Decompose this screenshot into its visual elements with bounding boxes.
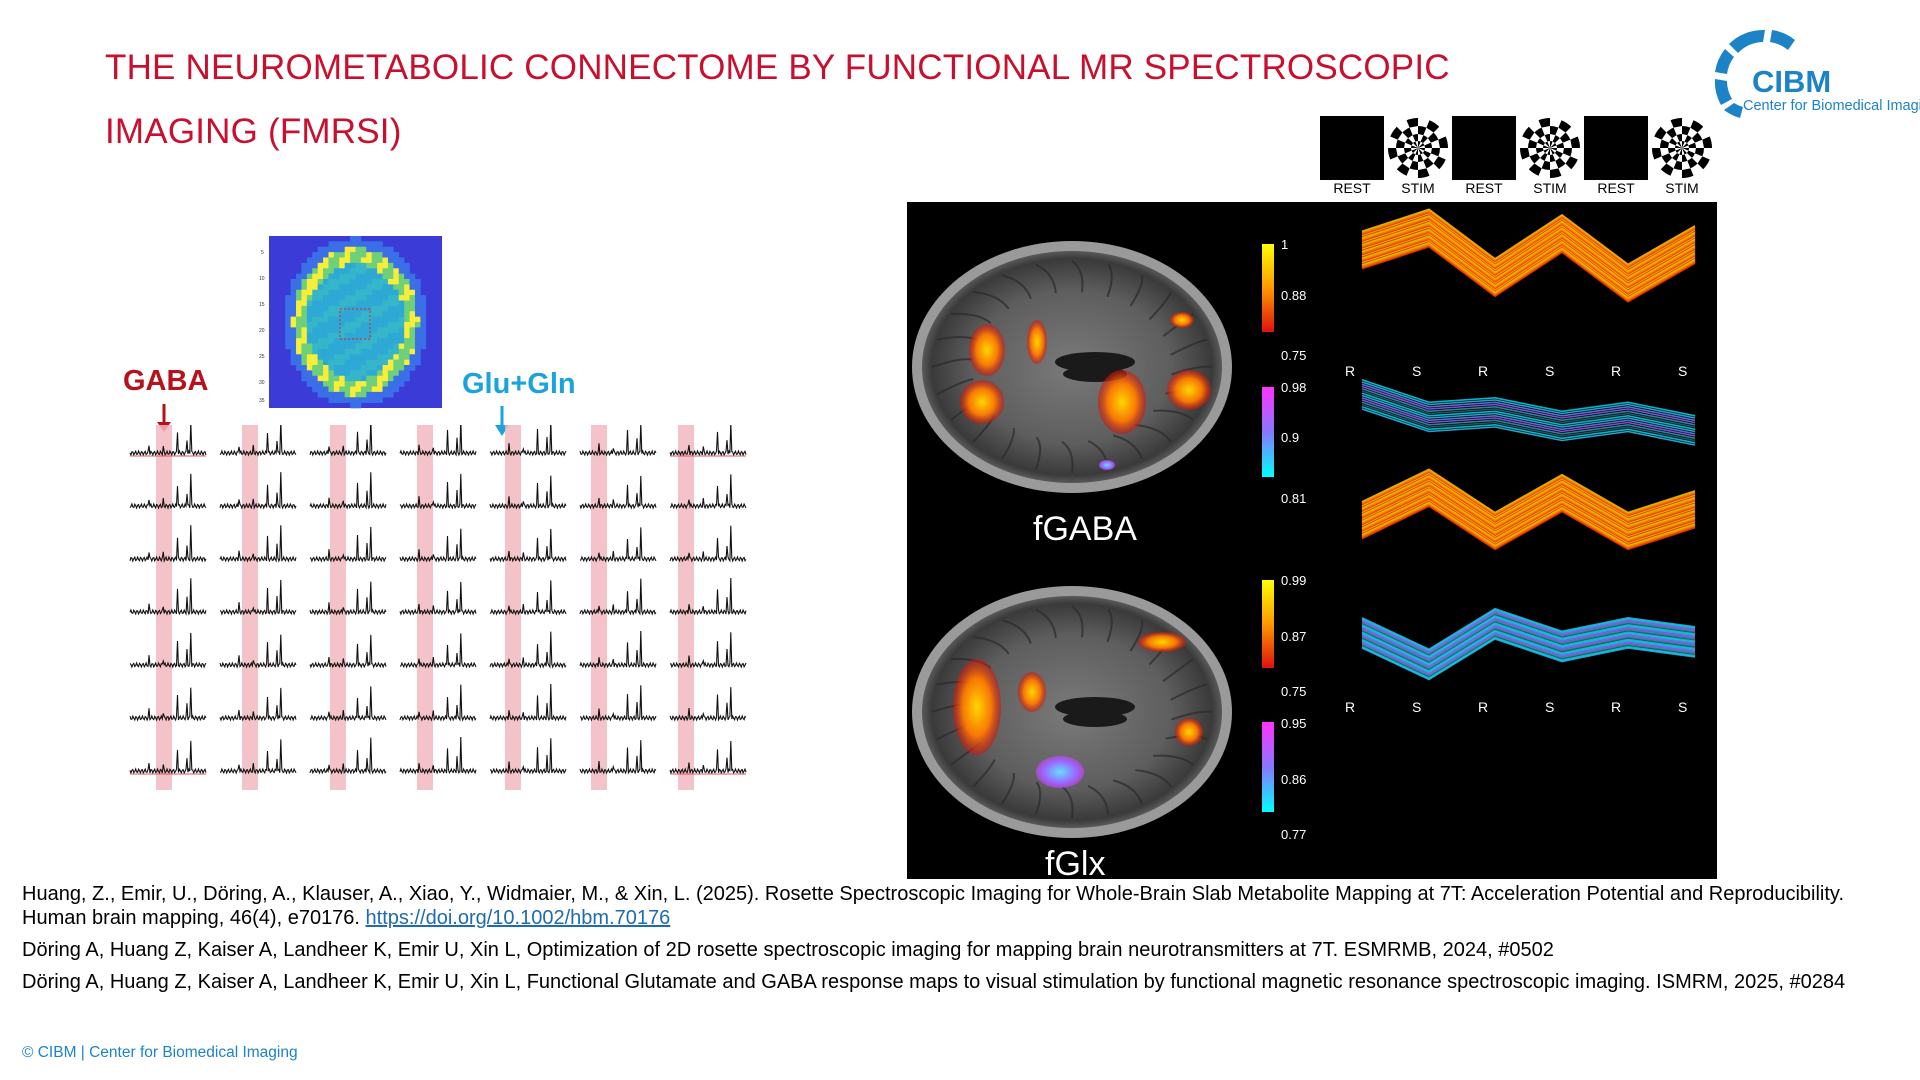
fgaba-brain-map: fGABA xyxy=(912,241,1232,548)
glx-label: Glu+Gln xyxy=(462,368,576,400)
timecourse-tick: S xyxy=(1545,363,1554,379)
timecourse-tick: S xyxy=(1412,363,1421,379)
checkerboard-stim-icon xyxy=(1386,116,1450,180)
stimulus-paradigm: REST STIM REST STIM REST STIM xyxy=(1320,112,1714,202)
timecourse-tick: S xyxy=(1678,699,1687,715)
timecourse-tick: R xyxy=(1478,363,1488,379)
reference-item: Döring A, Huang Z, Kaiser A, Landheer K,… xyxy=(22,971,1846,993)
references: Huang, Z., Emir, U., Döring, A., Klauser… xyxy=(22,882,1902,1002)
fglx-brain-map: fGlx xyxy=(912,586,1232,883)
checkerboard-stim-icon xyxy=(1650,116,1714,180)
colorbar-label: 0.86 xyxy=(1281,772,1306,787)
cibm-logo-mark xyxy=(1714,29,1795,118)
rest-block xyxy=(1320,116,1384,180)
timecourse-tick: S xyxy=(1545,699,1554,715)
timecourse-tick: R xyxy=(1611,699,1621,715)
timecourse-tick: S xyxy=(1412,699,1421,715)
metabolite-heatmap: 5 10 15 20 25 30 35 xyxy=(257,234,457,409)
rest-block xyxy=(1452,116,1516,180)
colorbar-label: 0.75 xyxy=(1281,684,1306,699)
colorbar-label: 0.9 xyxy=(1281,430,1299,445)
colorbar-label: 0.87 xyxy=(1281,629,1306,644)
colorbar-label: 0.98 xyxy=(1281,380,1306,395)
timecourse-tick: R xyxy=(1345,363,1355,379)
colorbar-label: 0.88 xyxy=(1281,288,1306,303)
heatmap-tick: 10 xyxy=(259,276,265,282)
rest-block xyxy=(1584,116,1648,180)
colorbar-label: 0.99 xyxy=(1281,573,1306,588)
heatmap-tick: 5 xyxy=(261,250,264,256)
heatmap-tick: 30 xyxy=(259,380,265,386)
gaba-label: GABA xyxy=(123,365,209,397)
timecourse-tick: R xyxy=(1478,699,1488,715)
logo-subtitle: Center for Biomedical Imaging xyxy=(1743,98,1920,114)
logo-name: CIBM xyxy=(1752,64,1832,99)
heatmap-tick: 20 xyxy=(259,328,265,334)
slide-title: THE NEUROMETABOLIC CONNECTOME BY FUNCTIO… xyxy=(105,48,1450,151)
timecourse-tick: S xyxy=(1678,363,1687,379)
paradigm-label: REST xyxy=(1333,180,1371,196)
fglx-cool-colorbar xyxy=(1262,722,1274,812)
paradigm-label: STIM xyxy=(1401,180,1435,196)
paradigm-label: REST xyxy=(1597,180,1635,196)
reference-item: Döring A, Huang Z, Kaiser A, Landheer K,… xyxy=(22,939,1554,961)
timecourse-tick: R xyxy=(1611,363,1621,379)
timecourse-tick: R xyxy=(1345,699,1355,715)
doi-link[interactable]: https://doi.org/10.1002/hbm.70176 xyxy=(365,907,671,929)
reference-item: Huang, Z., Emir, U., Döring, A., Klauser… xyxy=(22,882,1902,930)
heatmap-tick: 35 xyxy=(259,398,265,404)
colorbar-label: 0.81 xyxy=(1281,491,1306,506)
paradigm-label: STIM xyxy=(1665,180,1699,196)
colorbar-label: 0.95 xyxy=(1281,716,1306,731)
fglx-warm-colorbar xyxy=(1262,580,1274,668)
colorbar-label: 0.75 xyxy=(1281,348,1306,363)
cibm-logo: CIBM Center for Biomedical Imaging xyxy=(1700,10,1920,120)
colorbar-label: 1 xyxy=(1281,237,1288,252)
heatmap-tick: 15 xyxy=(259,302,265,308)
fgaba-warm-colorbar xyxy=(1262,244,1274,332)
paradigm-label: STIM xyxy=(1533,180,1567,196)
footer-copyright: © CIBM | Center for Biomedical Imaging xyxy=(22,1044,298,1061)
functional-maps-panel: fGABA fGlx 1 0.88 0.75 0.98 0.9 0.81 0.9… xyxy=(907,202,1717,883)
fglx-title: fGlx xyxy=(1045,845,1105,879)
fgaba-title: fGABA xyxy=(1033,510,1137,548)
paradigm-label: REST xyxy=(1465,180,1503,196)
fgaba-cool-colorbar xyxy=(1262,387,1274,477)
checkerboard-stim-icon xyxy=(1518,116,1582,180)
colorbar-label: 0.77 xyxy=(1281,827,1306,842)
reference-text: Huang, Z., Emir, U., Döring, A., Klauser… xyxy=(22,883,1845,929)
spectra-grid xyxy=(120,419,770,795)
heatmap-tick: 25 xyxy=(259,354,265,360)
